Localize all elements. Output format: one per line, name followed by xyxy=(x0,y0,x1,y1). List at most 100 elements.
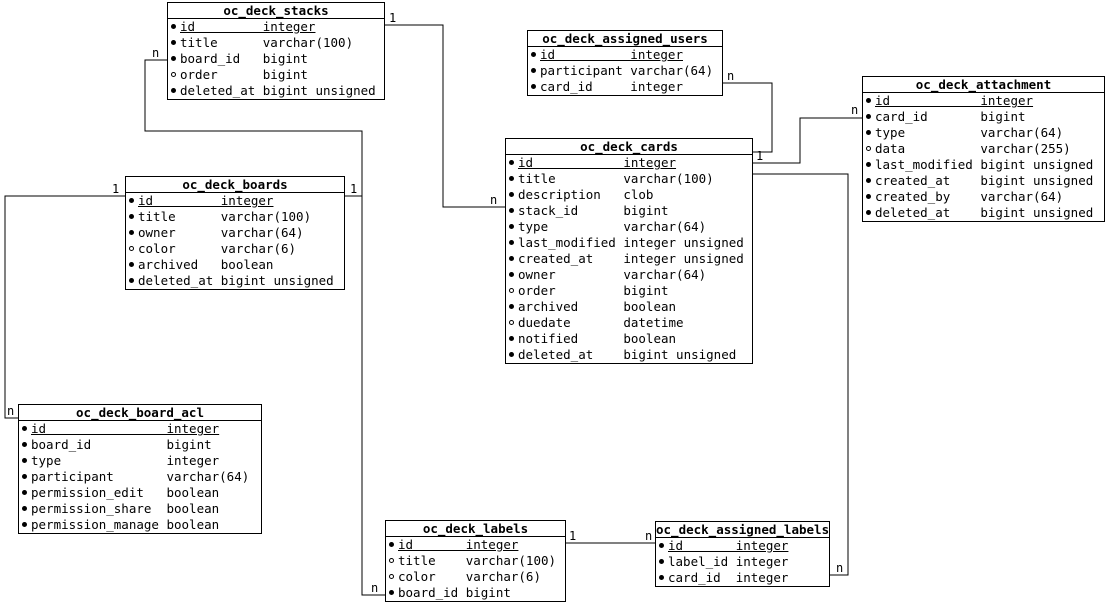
table-title: oc_deck_board_acl xyxy=(19,405,261,421)
cardinality-label: n xyxy=(490,193,497,207)
column-text: title varchar(100) xyxy=(138,209,312,224)
column-text: card_id integer xyxy=(540,79,683,94)
notnull-bullet-icon xyxy=(866,210,871,215)
relationship-line-oc_deck_cards-to-oc_deck_assigned_users xyxy=(723,82,773,153)
column-text: notified boolean xyxy=(518,331,677,346)
cardinality-label: n xyxy=(727,69,734,83)
relationship-line-oc_deck_cards-to-oc_deck_attachment xyxy=(753,117,862,164)
table-title: oc_deck_assigned_labels xyxy=(656,522,830,538)
notnull-bullet-icon xyxy=(22,442,27,447)
notnull-bullet-icon xyxy=(22,522,27,527)
column-row-id: id integer xyxy=(656,538,829,554)
notnull-bullet-icon xyxy=(129,198,134,203)
column-text: type varchar(64) xyxy=(875,125,1064,140)
column-text: label_id integer xyxy=(668,554,789,569)
table-title: oc_deck_stacks xyxy=(168,3,384,19)
nullable-bullet-icon xyxy=(389,574,394,579)
notnull-bullet-icon xyxy=(129,214,134,219)
column-row-deleted_at: deleted_at bigint unsigned xyxy=(863,205,1104,221)
notnull-bullet-icon xyxy=(389,542,394,547)
notnull-bullet-icon xyxy=(659,543,664,548)
column-row-id: id integer xyxy=(126,193,344,209)
column-text: archived boolean xyxy=(138,257,274,272)
column-text: owner varchar(64) xyxy=(138,225,304,240)
column-text: permission_edit boolean xyxy=(31,485,220,500)
relationship-line-oc_deck_stacks-to-oc_deck_cards xyxy=(385,24,505,208)
column-row-deleted_at: deleted_at bigint unsigned xyxy=(168,83,384,99)
primary-key-column-text: id integer xyxy=(875,93,1034,108)
column-text: archived boolean xyxy=(518,299,677,314)
notnull-bullet-icon xyxy=(171,56,176,61)
notnull-bullet-icon xyxy=(22,426,27,431)
notnull-bullet-icon xyxy=(22,474,27,479)
nullable-bullet-icon xyxy=(509,320,514,325)
notnull-bullet-icon xyxy=(509,336,514,341)
notnull-bullet-icon xyxy=(509,208,514,213)
column-row-description: description clob xyxy=(506,187,752,203)
column-row-card_id: card_id bigint xyxy=(863,109,1104,125)
primary-key-column-text: id integer xyxy=(540,47,683,62)
notnull-bullet-icon xyxy=(509,176,514,181)
column-text: description clob xyxy=(518,187,654,202)
nullable-bullet-icon xyxy=(171,72,176,77)
column-row-owner: owner varchar(64) xyxy=(126,225,344,241)
notnull-bullet-icon xyxy=(389,590,394,595)
column-text: color varchar(6) xyxy=(138,241,297,256)
column-text: deleted_at bigint unsigned xyxy=(875,205,1094,220)
column-row-deleted_at: deleted_at bigint unsigned xyxy=(126,273,344,289)
column-row-last_modified: last_modified bigint unsigned xyxy=(863,157,1104,173)
notnull-bullet-icon xyxy=(659,559,664,564)
column-text: title varchar(100) xyxy=(518,171,714,186)
column-row-permission_share: permission_share boolean xyxy=(19,501,261,517)
column-row-board_id: board_id bigint xyxy=(168,51,384,67)
column-text: title varchar(100) xyxy=(398,553,557,568)
column-text: deleted_at bigint unsigned xyxy=(138,273,334,288)
cardinality-label: n xyxy=(152,46,159,60)
cardinality-label: 1 xyxy=(112,182,119,196)
notnull-bullet-icon xyxy=(531,84,536,89)
nullable-bullet-icon xyxy=(129,246,134,251)
notnull-bullet-icon xyxy=(129,262,134,267)
column-text: permission_share boolean xyxy=(31,501,220,516)
column-text: permission_manage boolean xyxy=(31,517,220,532)
column-text: last_modified bigint unsigned xyxy=(875,157,1094,172)
notnull-bullet-icon xyxy=(531,52,536,57)
column-row-label_id: label_id integer xyxy=(656,554,829,570)
column-row-archived: archived boolean xyxy=(506,299,752,315)
column-text: order bigint xyxy=(518,283,669,298)
relationship-line-oc_deck_boards-to-oc_deck_labels xyxy=(345,195,385,596)
column-row-id: id integer xyxy=(386,537,565,553)
column-row-type: type integer xyxy=(19,453,261,469)
column-row-created_at: created_at bigint unsigned xyxy=(863,173,1104,189)
column-row-id: id integer xyxy=(528,47,722,63)
notnull-bullet-icon xyxy=(171,24,176,29)
column-text: color varchar(6) xyxy=(398,569,541,584)
notnull-bullet-icon xyxy=(509,160,514,165)
cardinality-label: 1 xyxy=(569,529,576,543)
column-row-data: data varchar(255) xyxy=(863,141,1104,157)
column-row-card_id: card_id integer xyxy=(656,570,829,586)
column-text: owner varchar(64) xyxy=(518,267,707,282)
column-text: board_id bigint xyxy=(31,437,212,452)
notnull-bullet-icon xyxy=(509,304,514,309)
cardinality-label: n xyxy=(371,581,378,595)
primary-key-column-text: id integer xyxy=(518,155,677,170)
primary-key-column-text: id integer xyxy=(180,19,316,34)
column-row-stack_id: stack_id bigint xyxy=(506,203,752,219)
column-text: deleted_at bigint unsigned xyxy=(180,83,376,98)
column-row-title: title varchar(100) xyxy=(168,35,384,51)
notnull-bullet-icon xyxy=(866,194,871,199)
notnull-bullet-icon xyxy=(659,575,664,580)
column-row-color: color varchar(6) xyxy=(126,241,344,257)
column-row-order: order bigint xyxy=(506,283,752,299)
column-row-deleted_at: deleted_at bigint unsigned xyxy=(506,347,752,363)
column-row-duedate: duedate datetime xyxy=(506,315,752,331)
notnull-bullet-icon xyxy=(129,230,134,235)
column-row-archived: archived boolean xyxy=(126,257,344,273)
relationship-line-oc_deck_cards-to-oc_deck_assigned_labels xyxy=(753,173,849,576)
